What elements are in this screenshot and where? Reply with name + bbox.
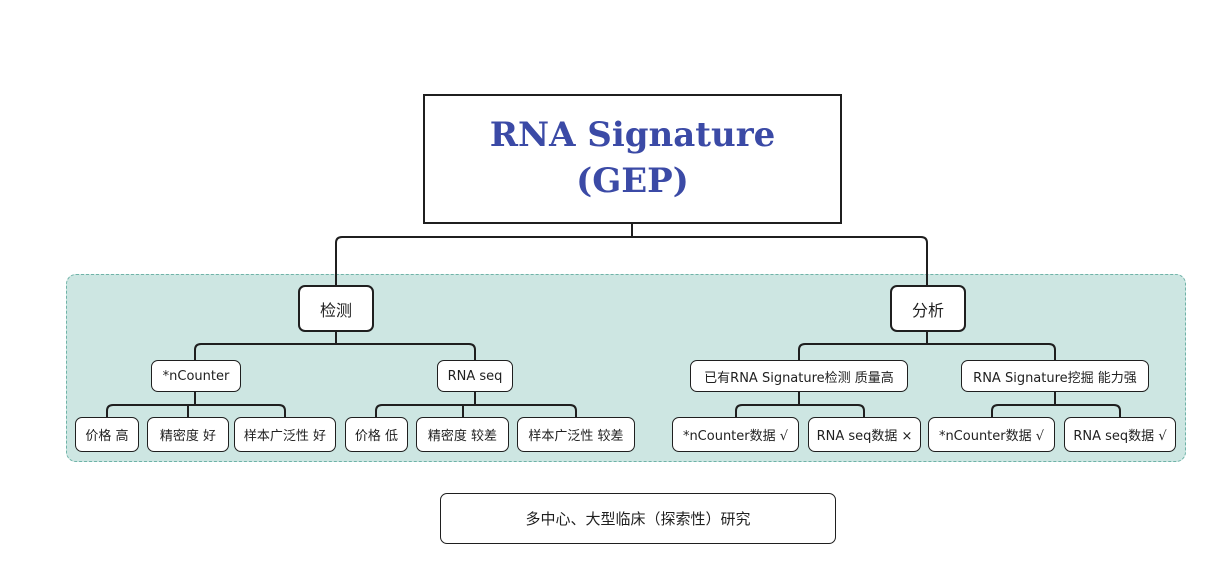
- node-ncounter: *nCounter: [151, 360, 241, 392]
- connector-root: [335, 224, 928, 285]
- node-signature-mining: RNA Signature挖掘 能力强: [961, 360, 1149, 392]
- connector-detect: [194, 332, 476, 360]
- node-detect: 检测: [298, 285, 374, 332]
- connector-rnaseq: [375, 392, 577, 417]
- leaf-rnaseq-price: 价格 低: [345, 417, 408, 452]
- node-existing-signature: 已有RNA Signature检测 质量高: [690, 360, 908, 392]
- leaf-mining-ncounter-data: *nCounter数据 √: [928, 417, 1055, 452]
- leaf-ncounter-price: 价格 高: [75, 417, 139, 452]
- leaf-ncounter-breadth: 样本广泛性 好: [234, 417, 336, 452]
- node-rnaseq: RNA seq: [437, 360, 513, 392]
- connector-ncounter: [106, 392, 286, 417]
- leaf-rnaseq-breadth: 样本广泛性 较差: [517, 417, 635, 452]
- node-analysis: 分析: [890, 285, 966, 332]
- footer-study-box: 多中心、大型临床（探索性）研究: [440, 493, 836, 544]
- leaf-ncounter-precision: 精密度 好: [147, 417, 229, 452]
- root-title-line1: RNA Signature: [489, 115, 776, 156]
- connector-mining: [991, 392, 1121, 417]
- leaf-existing-ncounter-data: *nCounter数据 √: [672, 417, 799, 452]
- connector-existing: [735, 392, 865, 417]
- connector-analysis: [798, 332, 1056, 360]
- root-node: RNA Signature (GEP): [423, 94, 842, 224]
- leaf-rnaseq-precision: 精密度 较差: [416, 417, 509, 452]
- leaf-mining-rnaseq-data: RNA seq数据 √: [1064, 417, 1176, 452]
- leaf-existing-rnaseq-data: RNA seq数据 ×: [808, 417, 921, 452]
- root-title-line2: (GEP): [576, 161, 689, 201]
